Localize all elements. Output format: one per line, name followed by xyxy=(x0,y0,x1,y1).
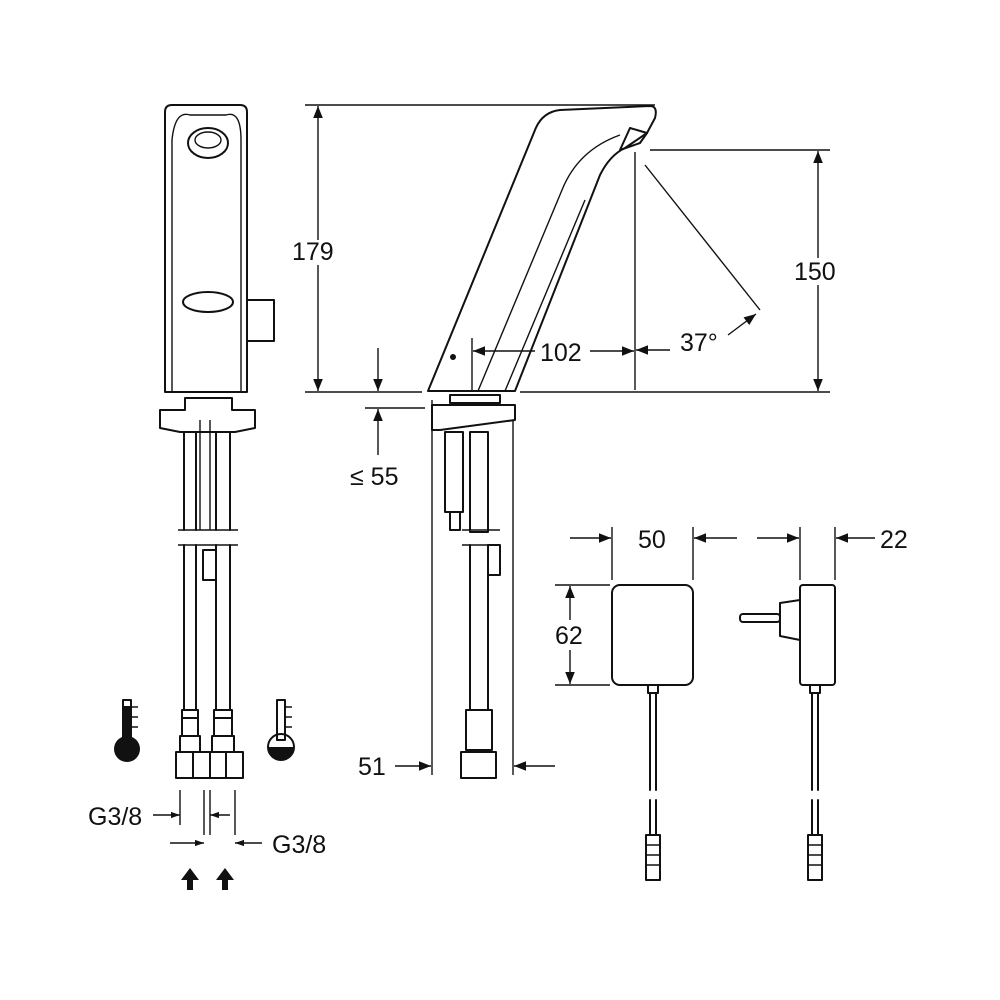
side-button xyxy=(246,299,275,342)
deck-thickness-label: ≤ 55 xyxy=(350,463,398,491)
adapter-dimensions: 50 22 62 xyxy=(555,526,908,686)
side-connection-nut xyxy=(460,751,497,779)
mounting-base xyxy=(159,397,256,433)
height-150-label: 150 xyxy=(794,258,836,286)
faucet-spout-side xyxy=(427,105,657,392)
front-view: G3/8 G3/8 xyxy=(88,104,326,890)
sensor-window xyxy=(187,127,229,159)
side-view xyxy=(427,105,657,779)
adapter-depth-label: 22 xyxy=(880,526,908,554)
inflow-arrow-icon xyxy=(181,868,199,890)
indicator-oval xyxy=(182,291,234,313)
plug-connector xyxy=(807,834,823,881)
connection-right-label: G3/8 xyxy=(272,831,326,859)
faucet-body-front xyxy=(164,104,248,393)
angle-37-label: 37° xyxy=(680,329,718,357)
side-mounting-base xyxy=(431,404,516,431)
connection-left-label: G3/8 xyxy=(88,803,142,831)
height-179-label: 179 xyxy=(292,238,334,266)
adapter-height-label: 62 xyxy=(555,622,583,650)
cold-thermometer-icon xyxy=(267,699,295,761)
plug-connector xyxy=(645,834,661,881)
dimension-lines: 179 150 102 37° ≤ 55 51 xyxy=(292,104,836,781)
hole-51-label: 51 xyxy=(358,753,386,781)
adapter-width-label: 50 xyxy=(638,526,666,554)
reach-102-label: 102 xyxy=(540,339,582,367)
hot-thermometer-icon xyxy=(114,699,140,762)
spout-sensor xyxy=(619,127,648,151)
hose-clip xyxy=(202,549,217,581)
connection-nuts xyxy=(175,751,244,779)
power-adapter-front xyxy=(611,584,694,881)
power-adapter-side xyxy=(739,584,836,881)
inflow-arrow-icon xyxy=(216,868,234,890)
